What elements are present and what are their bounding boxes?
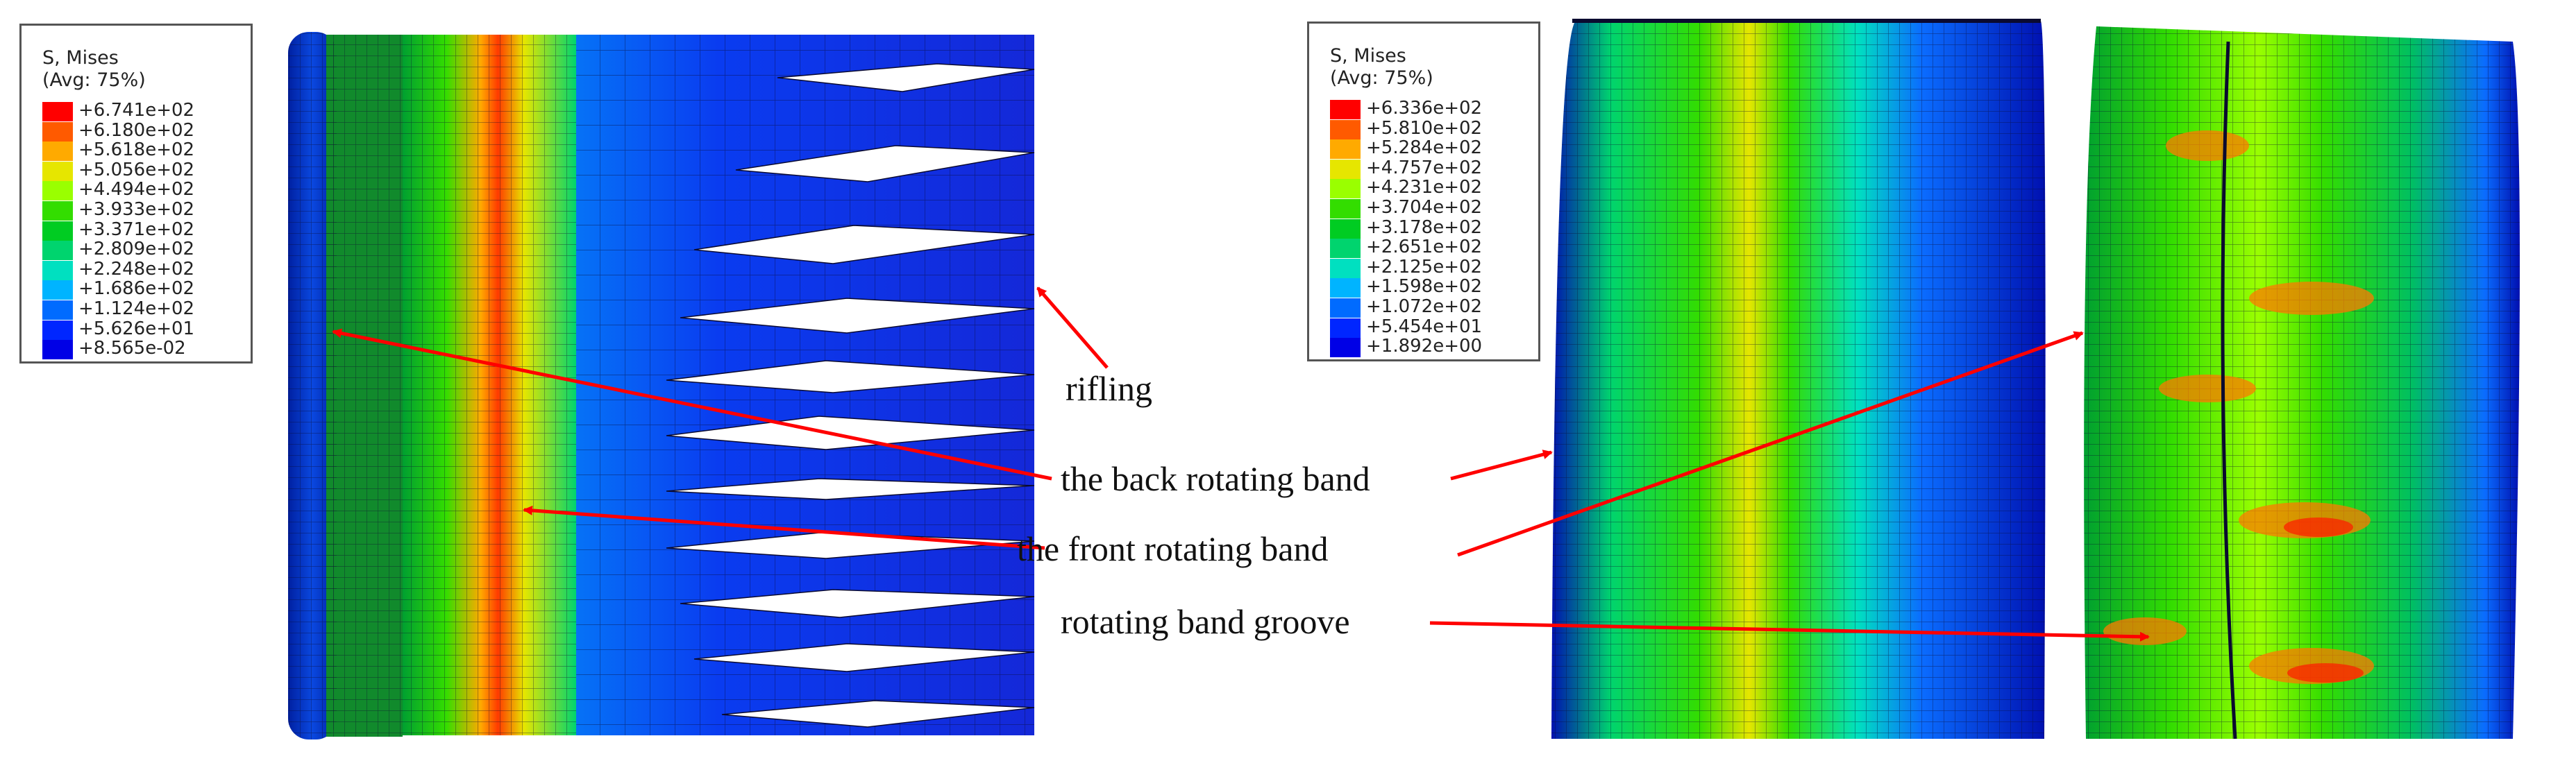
legend-swatch	[1330, 139, 1361, 160]
legend-title: S, Mises	[1330, 45, 1406, 67]
label-rotating-band-groove: rotating band groove	[1061, 602, 1350, 641]
legend-value: +4.494e+02	[78, 179, 195, 200]
legend-value: +1.892e+00	[1366, 336, 1483, 357]
arrow-groove	[1429, 621, 2150, 642]
legend-subtitle: (Avg: 75%)	[1330, 67, 1433, 89]
arrow-back-band-left	[332, 328, 1052, 481]
label-front-rotating-band: the front rotating band	[1017, 529, 1329, 568]
legend-value: +5.618e+02	[78, 139, 195, 161]
legend-swatch	[1330, 219, 1361, 239]
legend-value: +4.757e+02	[1366, 157, 1483, 178]
legend-value: +1.072e+02	[1366, 296, 1483, 317]
legend-swatch	[1330, 278, 1361, 298]
legend-value: +5.810e+02	[1366, 117, 1483, 139]
right-fe-model-b	[2084, 26, 2520, 739]
legend-swatch	[1330, 159, 1361, 179]
legend-value: +3.704e+02	[1366, 197, 1483, 218]
legend-value: +5.626e+01	[78, 318, 195, 339]
legend-swatch	[1330, 338, 1361, 358]
arrow-front-band-right	[1457, 331, 2084, 557]
legend-swatch	[42, 300, 73, 320]
legend-swatch	[1330, 318, 1361, 338]
legend-right: S, Mises (Avg: 75%) +6.336e+02+5.810e+02…	[1307, 22, 1540, 361]
legend-swatch	[42, 241, 73, 261]
legend-value: +5.056e+02	[78, 159, 195, 180]
legend-swatch	[1330, 179, 1361, 199]
legend-title: S, Mises	[42, 47, 119, 69]
legend-value: +3.933e+02	[78, 199, 195, 220]
legend-swatch	[1330, 239, 1361, 259]
legend-swatch	[42, 280, 73, 300]
legend-swatch	[42, 161, 73, 181]
legend-swatch	[42, 340, 73, 360]
legend-value: +6.180e+02	[78, 119, 195, 141]
legend-value: +6.336e+02	[1366, 98, 1483, 119]
legend-swatch	[1330, 199, 1361, 219]
legend-value: +2.651e+02	[1366, 237, 1483, 258]
legend-value: +2.809e+02	[78, 239, 195, 260]
legend-value: +3.371e+02	[78, 219, 195, 240]
arrow-front-band-left	[523, 505, 1045, 550]
arrow-rifling	[1036, 287, 1109, 369]
right-fe-model-a	[1551, 19, 2046, 739]
legend-swatch	[42, 142, 73, 162]
legend-value: +5.454e+01	[1366, 316, 1483, 337]
legend-swatch	[1330, 298, 1361, 318]
legend-value: +8.565e-02	[78, 338, 186, 359]
legend-swatch	[42, 221, 73, 241]
legend-value: +1.124e+02	[78, 298, 195, 319]
legend-value: +3.178e+02	[1366, 216, 1483, 238]
legend-value: +6.741e+02	[78, 100, 195, 121]
label-rifling: rifling	[1066, 369, 1152, 408]
legend-swatch	[1330, 100, 1361, 119]
legend-value: +4.231e+02	[1366, 177, 1483, 198]
legend-value: +1.598e+02	[1366, 276, 1483, 298]
legend-swatch	[42, 181, 73, 201]
back-rotating-band-left	[288, 32, 403, 739]
legend-swatch	[42, 320, 73, 340]
front-rotating-band-left	[403, 35, 576, 735]
legend-swatch	[42, 260, 73, 280]
legend-subtitle: (Avg: 75%)	[42, 69, 146, 91]
legend-swatch	[42, 102, 73, 121]
legend-value: +5.284e+02	[1366, 137, 1483, 159]
legend-swatch	[1330, 119, 1361, 139]
legend-value: +1.686e+02	[78, 278, 195, 300]
legend-value: +2.125e+02	[1366, 256, 1483, 277]
label-back-rotating-band: the back rotating band	[1061, 459, 1370, 498]
legend-left: S, Mises (Avg: 75%) +6.741e+02+6.180e+02…	[19, 24, 253, 364]
legend-swatch	[42, 201, 73, 221]
legend-swatch	[42, 121, 73, 142]
legend-value: +2.248e+02	[78, 258, 195, 280]
legend-swatch	[1330, 258, 1361, 278]
arrow-back-band-right	[1450, 450, 1553, 481]
